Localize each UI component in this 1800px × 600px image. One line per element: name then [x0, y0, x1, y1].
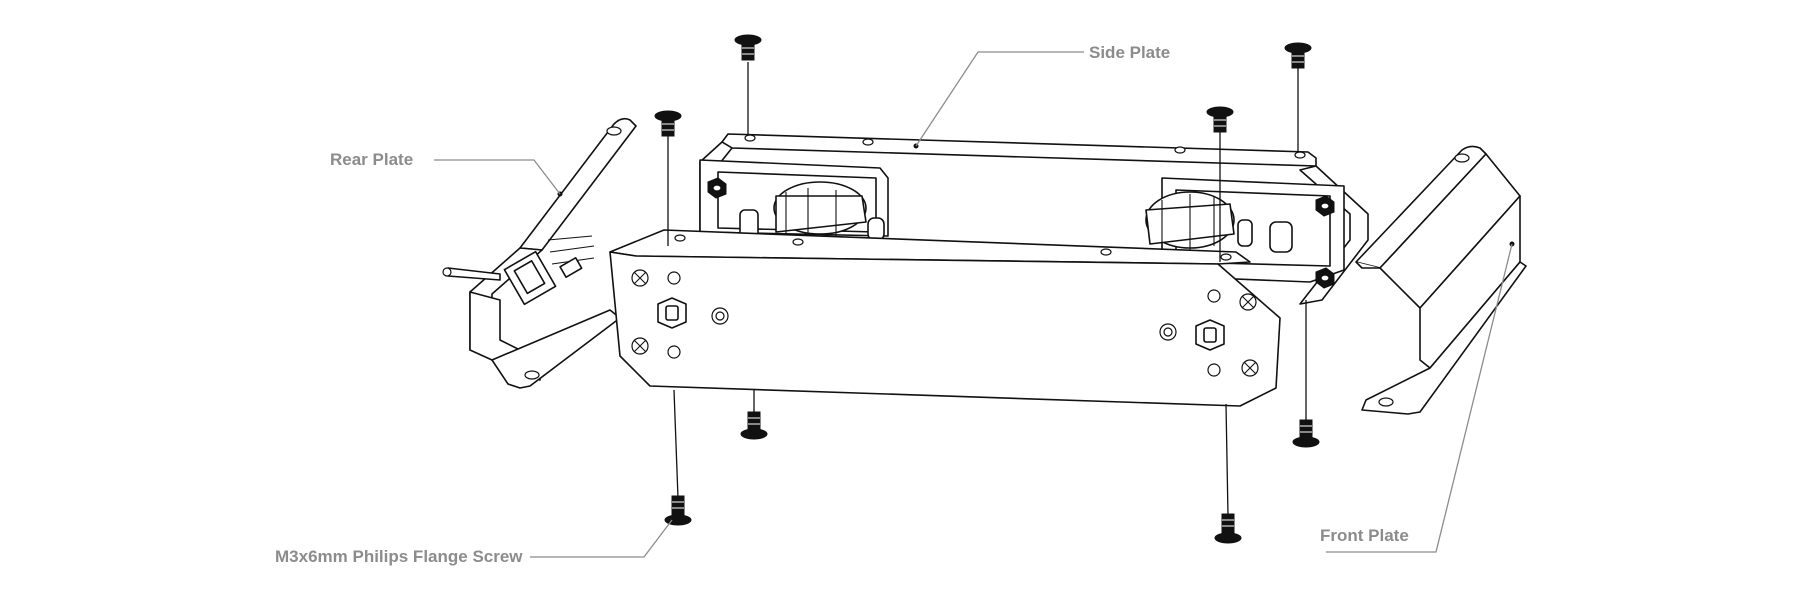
front-plate-leader — [1326, 243, 1513, 553]
right-shaft-hub — [1195, 319, 1225, 351]
screw-leader — [530, 519, 673, 558]
rear-plate-leader — [434, 159, 561, 195]
screw-bottom-2 — [1292, 419, 1320, 448]
screw-bottom-4 — [1214, 513, 1242, 544]
plate-screw-top-left — [631, 269, 649, 287]
screw-axes — [667, 62, 1307, 517]
plate-screw-bottom-left — [631, 337, 649, 355]
screw-bottom-1 — [740, 411, 768, 440]
rear-plate — [442, 117, 637, 389]
side-plate-label: Side Plate — [1089, 43, 1170, 62]
screw-top-1 — [734, 34, 762, 61]
side-plate-leader — [915, 51, 1084, 147]
rear-plate-label: Rear Plate — [330, 150, 413, 169]
front-plate-label: Front Plate — [1320, 526, 1409, 545]
plate-screw-top-right — [1239, 293, 1257, 311]
screw-top-3 — [1284, 42, 1312, 69]
screw-label: M3x6mm Philips Flange Screw — [275, 547, 523, 566]
screw-bottom-3 — [664, 495, 692, 526]
plate-screw-bottom-right — [1241, 359, 1259, 377]
front-plate — [1355, 145, 1527, 415]
left-shaft-hub — [657, 297, 687, 329]
left-motor-assembly — [699, 159, 889, 241]
front-side-plate — [609, 229, 1281, 407]
screw-top-2 — [654, 110, 682, 137]
screw-top-4 — [1206, 106, 1234, 133]
